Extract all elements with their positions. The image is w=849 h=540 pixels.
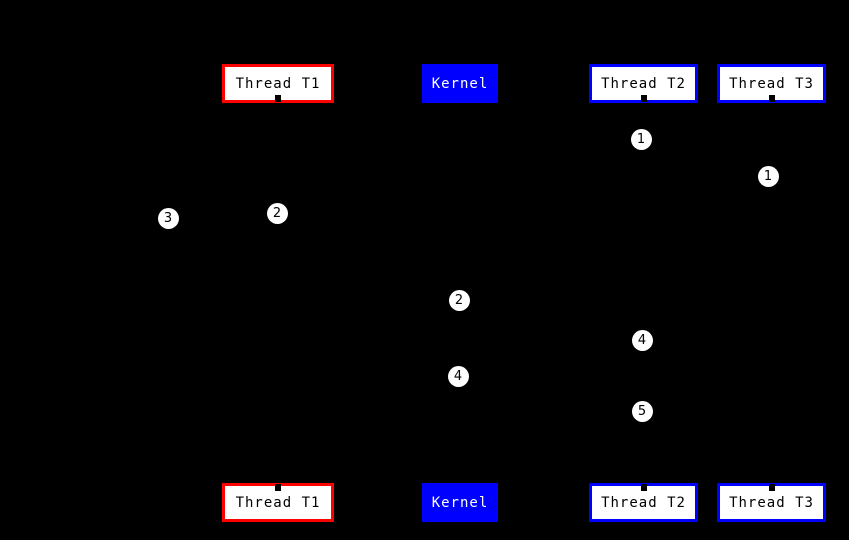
lifeline-tick <box>768 95 775 102</box>
event-marker-2: 2 <box>266 202 288 224</box>
actor-label: Thread T3 <box>729 494 814 511</box>
actor-label: Thread T2 <box>601 75 686 92</box>
lifeline-tick <box>768 484 775 491</box>
actor-box-thread-t1-top: Thread T1 <box>222 64 334 103</box>
actor-label: Thread T1 <box>235 75 321 92</box>
lifeline-tick <box>275 484 281 491</box>
actor-box-kernel-top: Kernel <box>422 64 498 103</box>
actor-box-thread-t3-top: Thread T3 <box>717 64 826 103</box>
actor-box-thread-t3-bottom: Thread T3 <box>717 483 826 522</box>
actor-label: Thread T2 <box>601 494 686 511</box>
event-marker-1: 1 <box>757 165 779 187</box>
actor-box-thread-t1-bottom: Thread T1 <box>222 483 334 522</box>
event-marker-number: 2 <box>272 205 282 221</box>
event-marker-number: 4 <box>453 368 463 384</box>
event-marker-1: 1 <box>630 128 652 150</box>
event-marker-number: 3 <box>163 210 173 226</box>
event-marker-4: 4 <box>447 365 469 387</box>
actor-label: Kernel <box>431 494 489 511</box>
event-marker-number: 1 <box>763 168 773 184</box>
event-marker-number: 1 <box>636 131 646 147</box>
actor-label: Kernel <box>431 75 489 92</box>
event-marker-number: 5 <box>637 403 647 419</box>
event-marker-2: 2 <box>448 289 470 311</box>
lifeline-tick <box>640 95 647 102</box>
actor-label: Thread T3 <box>729 75 814 92</box>
actor-box-thread-t2-bottom: Thread T2 <box>589 483 698 522</box>
lifeline-tick <box>275 95 281 102</box>
event-marker-3: 3 <box>157 207 179 229</box>
actor-box-kernel-bottom: Kernel <box>422 483 498 522</box>
event-marker-number: 4 <box>637 332 647 348</box>
actor-label: Thread T1 <box>235 494 321 511</box>
event-marker-number: 2 <box>454 292 464 308</box>
lifeline-tick <box>640 484 647 491</box>
actor-box-thread-t2-top: Thread T2 <box>589 64 698 103</box>
event-marker-4: 4 <box>631 329 653 351</box>
event-marker-5: 5 <box>631 400 653 422</box>
